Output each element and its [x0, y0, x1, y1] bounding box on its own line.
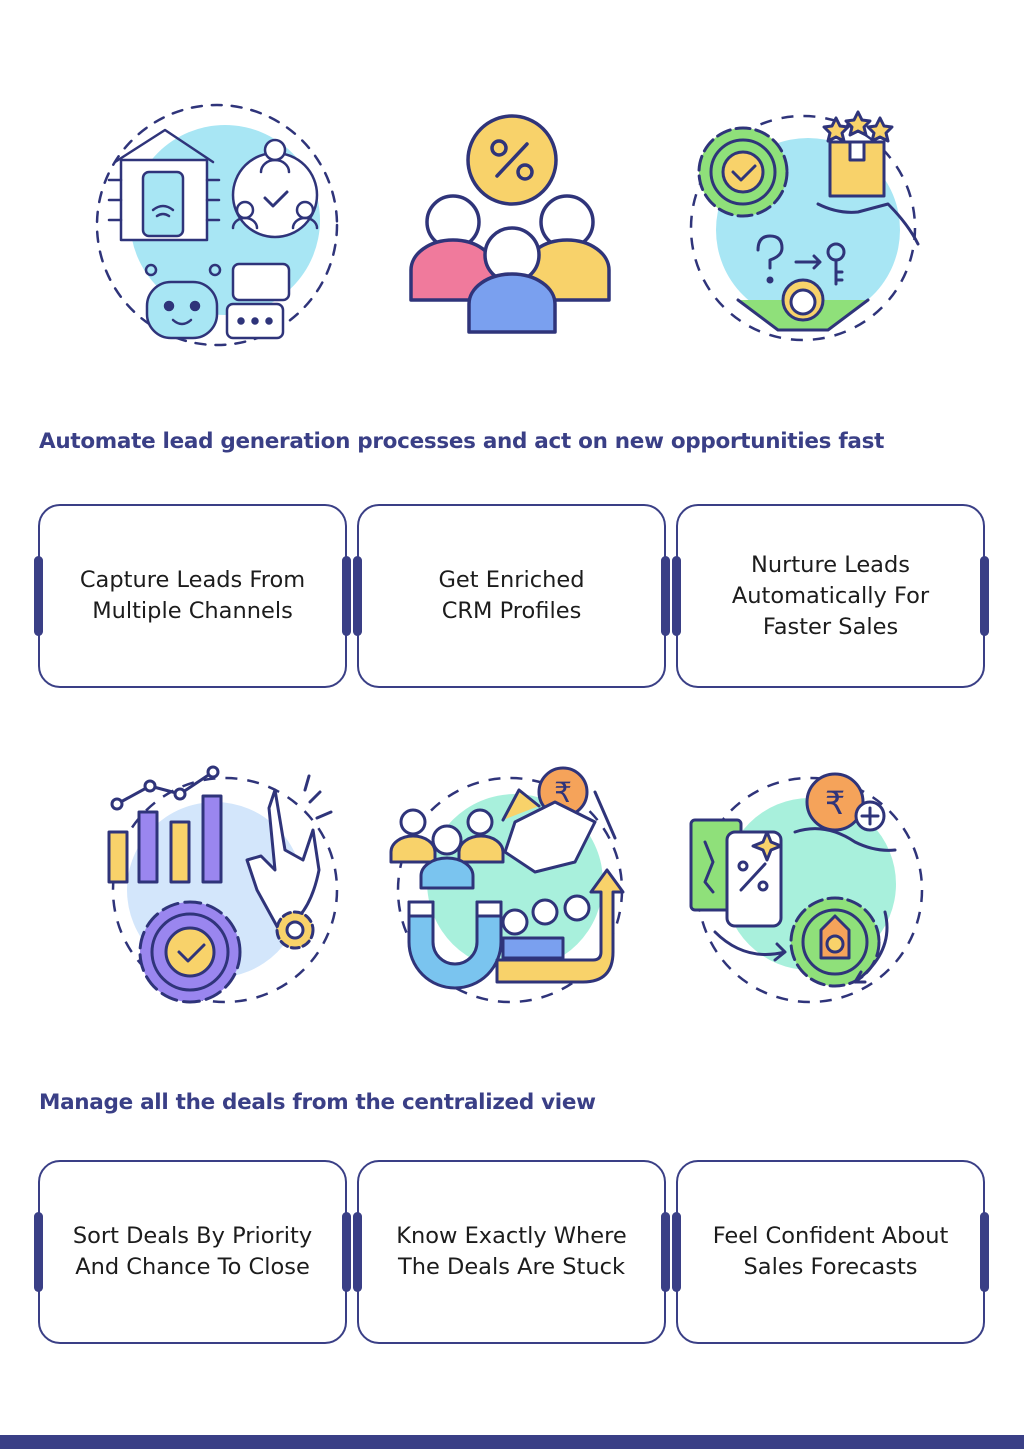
rupee-phone-discount-icon: ₹: [689, 772, 924, 1004]
smart-home-chatbot-icon: [95, 103, 339, 347]
card-text: Get Enriched CRM Profiles: [438, 567, 585, 624]
card-tab-left: [672, 1212, 681, 1292]
card-deals-stuck: Know Exactly Where The Deals Are Stuck: [353, 1160, 670, 1344]
card-tab-right: [980, 1212, 989, 1292]
handshake-magnet-growth-icon: ₹: [389, 766, 625, 1004]
rupee-symbol: ₹: [825, 784, 845, 822]
card-text: Know Exactly Where The Deals Are Stuck: [396, 1223, 627, 1280]
card-enriched-profiles: Get Enriched CRM Profiles: [353, 504, 670, 688]
card-tab-right: [342, 556, 351, 636]
card-sales-forecasts: Feel Confident About Sales Forecasts: [672, 1160, 989, 1344]
card-tab-left: [353, 556, 362, 636]
card-tab-right: [661, 1212, 670, 1292]
rupee-symbol: ₹: [554, 776, 572, 809]
card-text: Nurture Leads Automatically For Faster S…: [731, 551, 930, 640]
bar-chart-gear-icon: [107, 765, 339, 1004]
card-text: Sort Deals By Priority And Chance To Clo…: [72, 1223, 313, 1280]
card-tab-left: [353, 1212, 362, 1292]
section-1-heading: Automate lead generation processes and a…: [39, 429, 885, 454]
card-tab-left: [672, 556, 681, 636]
card-sort-deals: Sort Deals By Priority And Chance To Clo…: [34, 1160, 351, 1344]
card-tab-right: [980, 556, 989, 636]
percent-people-group-icon: [409, 114, 611, 334]
card-text: Capture Leads From Multiple Channels: [79, 567, 306, 624]
card-tab-left: [34, 556, 43, 636]
card-tab-right: [661, 556, 670, 636]
rewards-gear-key-icon: [689, 110, 920, 342]
card-capture-leads: Capture Leads From Multiple Channels: [34, 504, 351, 688]
card-tab-left: [34, 1212, 43, 1292]
footer-bar: [0, 1435, 1024, 1449]
section-2-heading: Manage all the deals from the centralize…: [39, 1090, 596, 1115]
card-nurture-leads: Nurture Leads Automatically For Faster S…: [672, 504, 989, 688]
card-tab-right: [342, 1212, 351, 1292]
card-text: Feel Confident About Sales Forecasts: [712, 1223, 949, 1280]
